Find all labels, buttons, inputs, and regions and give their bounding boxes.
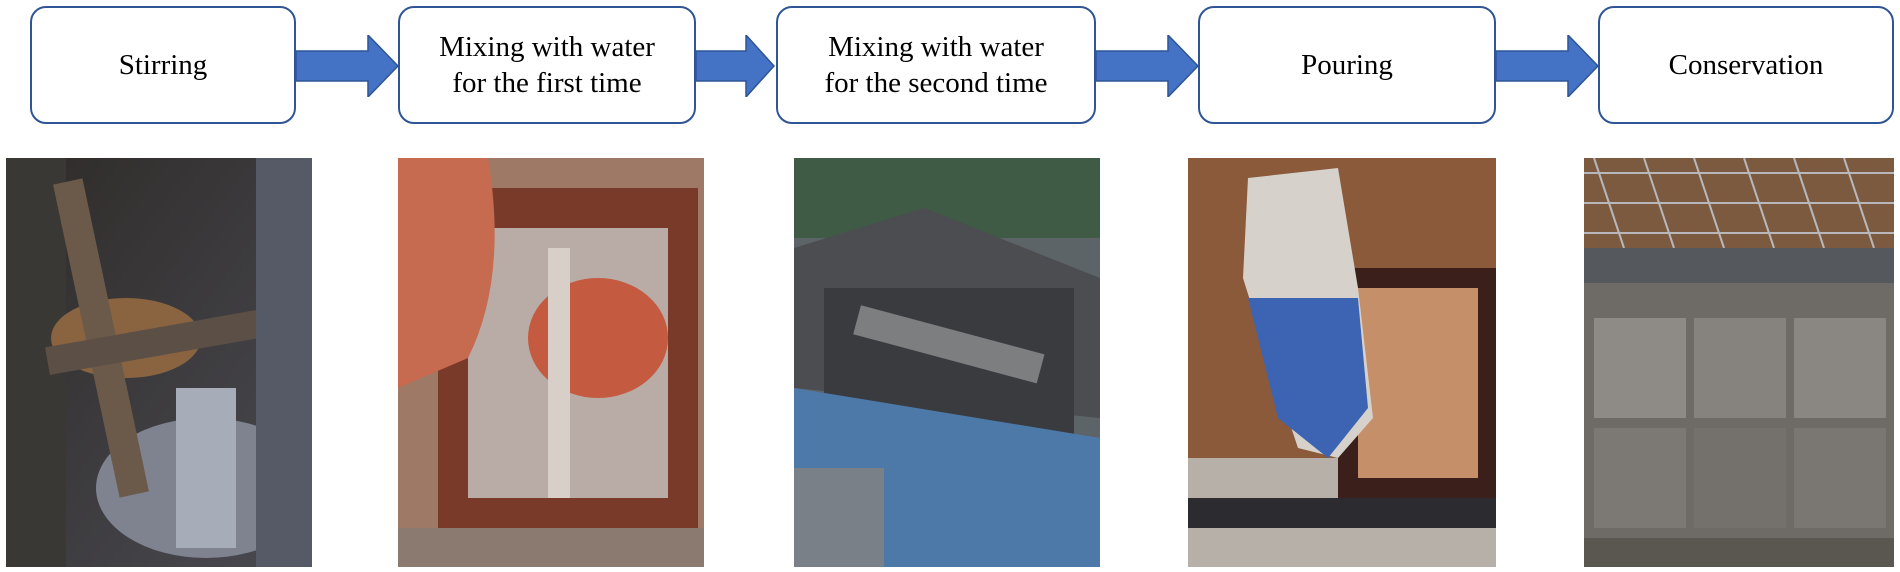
photo-second-water-mixing bbox=[794, 158, 1100, 567]
photo-stirring bbox=[6, 158, 312, 567]
arrow-icon bbox=[696, 35, 776, 97]
step-label: Mixing with water for the second time bbox=[824, 30, 1048, 99]
step-label: Stirring bbox=[118, 48, 208, 81]
step-mixing-water-first: Mixing with water for the first time bbox=[398, 6, 696, 124]
arrow-icon bbox=[1096, 35, 1200, 97]
photo-conservation bbox=[1584, 158, 1894, 567]
photo-pouring bbox=[1188, 158, 1496, 567]
step-stirring: Stirring bbox=[30, 6, 296, 124]
step-conservation: Conservation bbox=[1598, 6, 1894, 124]
arrow-icon bbox=[296, 35, 400, 97]
arrow-icon bbox=[1496, 35, 1600, 97]
step-label: Conservation bbox=[1668, 48, 1824, 81]
step-label: Mixing with water for the first time bbox=[439, 30, 655, 99]
step-label: Pouring bbox=[1301, 48, 1393, 81]
photo-first-water-mixing bbox=[398, 158, 704, 567]
step-mixing-water-second: Mixing with water for the second time bbox=[776, 6, 1096, 124]
step-pouring: Pouring bbox=[1198, 6, 1496, 124]
